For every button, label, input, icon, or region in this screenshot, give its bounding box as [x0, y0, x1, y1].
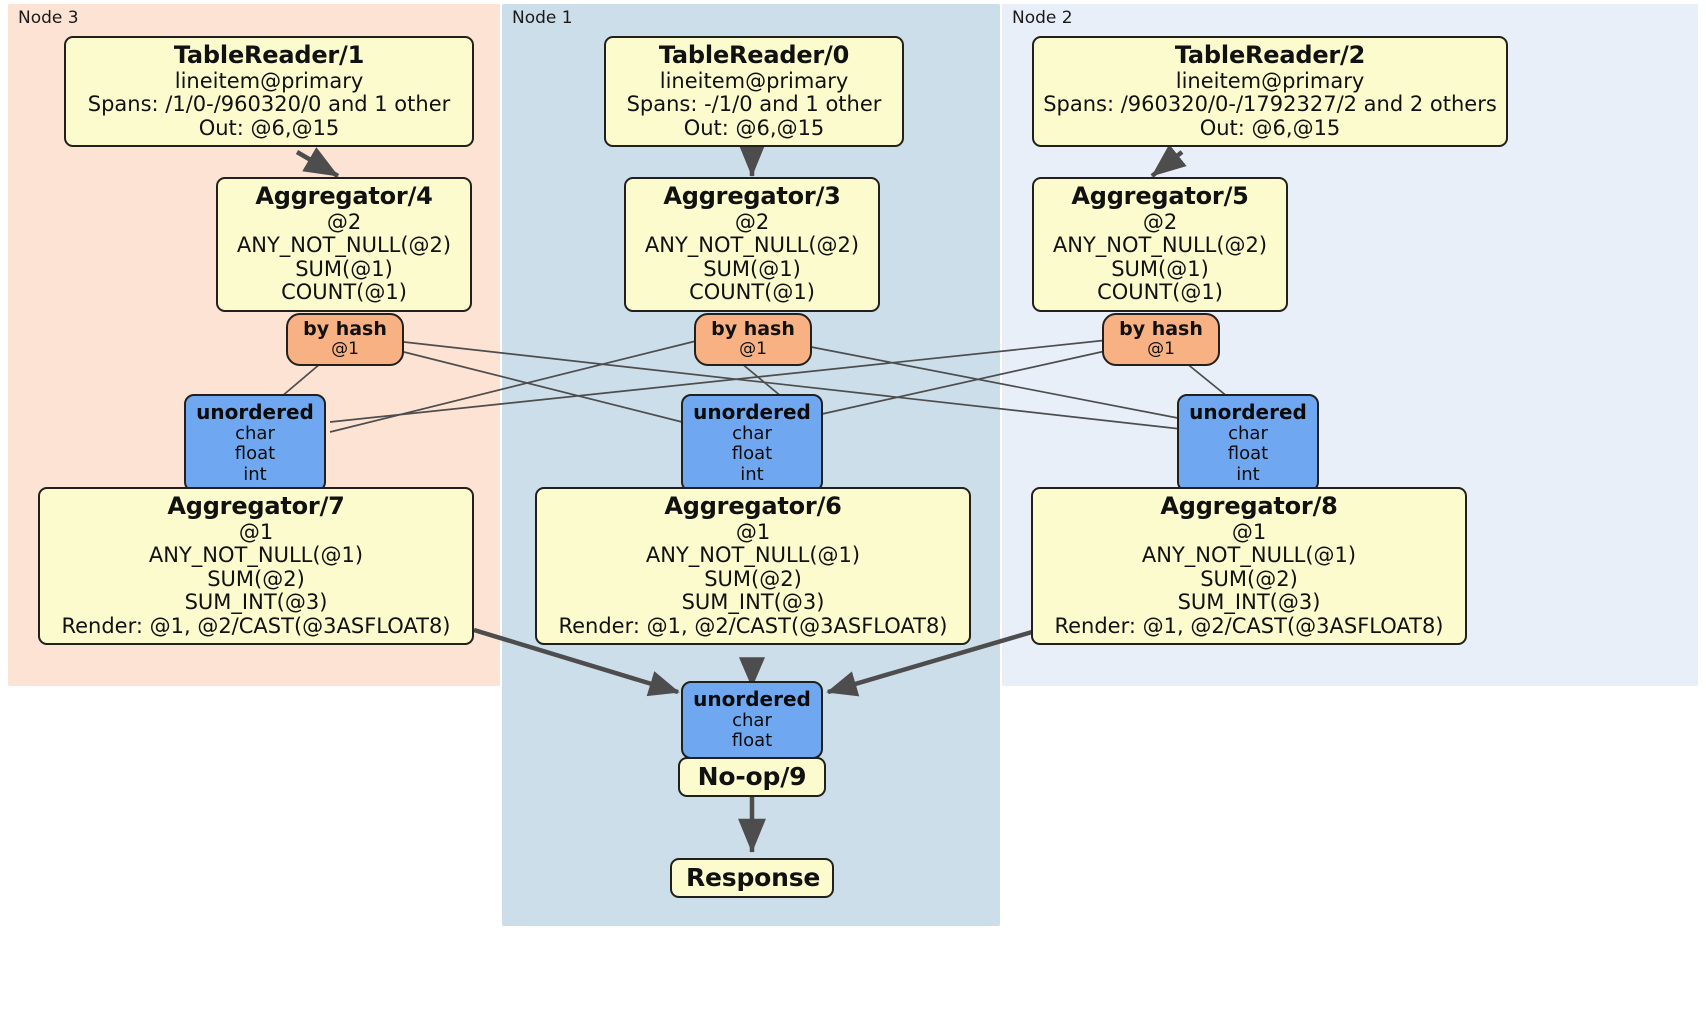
sync-type-line: char	[732, 709, 772, 731]
node-detail-line: @2	[326, 209, 362, 234]
node-detail-line: SUM_INT(@3)	[681, 590, 825, 615]
node-detail-line: Out: @6,@15	[683, 115, 825, 140]
node-detail-line: ANY_NOT_NULL(@1)	[148, 543, 364, 568]
node-title: No-op/9	[697, 762, 807, 791]
sync-type-line: float	[731, 443, 773, 465]
router-detail-line: @1	[331, 338, 359, 359]
node-title: Aggregator/8	[1160, 492, 1338, 520]
node-detail-line: lineitem@primary	[1175, 68, 1365, 93]
node-detail-line: @1	[735, 519, 771, 544]
sync-type-line: int	[243, 463, 267, 485]
node-title: TableReader/1	[173, 41, 365, 69]
sync-type-line: float	[234, 443, 276, 465]
node-detail-line: SUM(@2)	[704, 566, 802, 591]
node-detail-line: ANY_NOT_NULL(@2)	[236, 233, 452, 258]
processor-node-tablereader-0[interactable]: TableReader/0 lineitem@primary Spans: -/…	[604, 36, 904, 148]
processor-node-aggregator-4[interactable]: Aggregator/4 @2 ANY_NOT_NULL(@2) SUM(@1)…	[216, 177, 472, 312]
sync-title: unordered	[196, 400, 314, 424]
sync-title: unordered	[1189, 400, 1307, 424]
node-detail-line: COUNT(@1)	[1097, 280, 1223, 305]
node-detail-line: @2	[1142, 209, 1178, 234]
node-detail-line: ANY_NOT_NULL(@1)	[1141, 543, 1357, 568]
processor-node-aggregator-3[interactable]: Aggregator/3 @2 ANY_NOT_NULL(@2) SUM(@1)…	[624, 177, 880, 312]
processor-node-aggregator-6[interactable]: Aggregator/6 @1 ANY_NOT_NULL(@1) SUM(@2)…	[535, 487, 971, 646]
node-panel-label: Node 2	[1012, 8, 1073, 28]
node-detail-line: SUM(@1)	[703, 256, 801, 281]
node-detail-line: @2	[734, 209, 770, 234]
node-detail-line: SUM_INT(@3)	[184, 590, 328, 615]
node-detail-line: ANY_NOT_NULL(@2)	[644, 233, 860, 258]
router-detail-line: @1	[1147, 338, 1175, 359]
input-synchronizer-final[interactable]: unordered char float	[681, 681, 823, 759]
sync-type-line: char	[235, 422, 275, 444]
node-detail-line: Out: @6,@15	[198, 115, 340, 140]
input-synchronizer-middle[interactable]: unordered char float int	[681, 394, 823, 493]
node-detail-line: Spans: /960320/0-/1792327/2 and 2 others	[1043, 92, 1497, 117]
processor-node-tablereader-1[interactable]: TableReader/1 lineitem@primary Spans: /1…	[64, 36, 474, 148]
sync-type-line: float	[731, 730, 773, 752]
node-render-line: Render: @1, @2/CAST(@3ASFLOAT8)	[61, 613, 451, 638]
node-detail-line: ANY_NOT_NULL(@2)	[1052, 233, 1268, 258]
processor-node-aggregator-5[interactable]: Aggregator/5 @2 ANY_NOT_NULL(@2) SUM(@1)…	[1032, 177, 1288, 312]
node-title: Aggregator/4	[255, 182, 433, 210]
node-detail-line: SUM(@1)	[295, 256, 393, 281]
node-detail-line: SUM_INT(@3)	[1177, 590, 1321, 615]
output-router-by-hash-3[interactable]: by hash @1	[694, 313, 812, 366]
output-router-by-hash-4[interactable]: by hash @1	[286, 313, 404, 366]
node-title: Aggregator/7	[167, 492, 345, 520]
processor-node-noop-9[interactable]: No-op/9	[678, 757, 826, 797]
node-title: Aggregator/5	[1071, 182, 1249, 210]
node-title: Aggregator/6	[664, 492, 842, 520]
node-detail-line: COUNT(@1)	[281, 280, 407, 305]
node-render-line: Render: @1, @2/CAST(@3ASFLOAT8)	[558, 613, 948, 638]
node-title: Response	[686, 863, 821, 892]
node-detail-line: Out: @6,@15	[1199, 115, 1341, 140]
processor-node-tablereader-2[interactable]: TableReader/2 lineitem@primary Spans: /9…	[1032, 36, 1508, 148]
router-title: by hash	[303, 318, 387, 340]
sync-title: unordered	[693, 687, 811, 711]
input-synchronizer-right[interactable]: unordered char float int	[1177, 394, 1319, 493]
node-detail-line: Spans: -/1/0 and 1 other	[626, 92, 882, 117]
node-detail-line: @1	[1231, 519, 1267, 544]
processor-node-aggregator-7[interactable]: Aggregator/7 @1 ANY_NOT_NULL(@1) SUM(@2)…	[38, 487, 474, 646]
node-detail-line: lineitem@primary	[174, 68, 364, 93]
node-detail-line: COUNT(@1)	[689, 280, 815, 305]
node-detail-line: SUM(@1)	[1111, 256, 1209, 281]
output-router-by-hash-5[interactable]: by hash @1	[1102, 313, 1220, 366]
router-detail-line: @1	[739, 338, 767, 359]
node-title: TableReader/0	[658, 41, 850, 69]
sync-type-line: char	[732, 422, 772, 444]
sync-type-line: int	[1236, 463, 1260, 485]
router-title: by hash	[1119, 318, 1203, 340]
router-title: by hash	[711, 318, 795, 340]
node-detail-line: ANY_NOT_NULL(@1)	[645, 543, 861, 568]
node-detail-line: SUM(@2)	[1200, 566, 1298, 591]
sync-type-line: float	[1227, 443, 1269, 465]
sync-title: unordered	[693, 400, 811, 424]
node-detail-line: SUM(@2)	[207, 566, 305, 591]
node-panel-label: Node 1	[512, 8, 573, 28]
node-detail-line: Spans: /1/0-/960320/0 and 1 other	[87, 92, 451, 117]
response-node[interactable]: Response	[670, 858, 834, 898]
node-panel-label: Node 3	[18, 8, 79, 28]
node-detail-line: lineitem@primary	[659, 68, 849, 93]
input-synchronizer-left[interactable]: unordered char float int	[184, 394, 326, 493]
processor-node-aggregator-8[interactable]: Aggregator/8 @1 ANY_NOT_NULL(@1) SUM(@2)…	[1031, 487, 1467, 646]
node-title: TableReader/2	[1174, 41, 1366, 69]
node-render-line: Render: @1, @2/CAST(@3ASFLOAT8)	[1054, 613, 1444, 638]
node-detail-line: @1	[238, 519, 274, 544]
sync-type-line: char	[1228, 422, 1268, 444]
node-title: Aggregator/3	[663, 182, 841, 210]
sync-type-line: int	[740, 463, 764, 485]
